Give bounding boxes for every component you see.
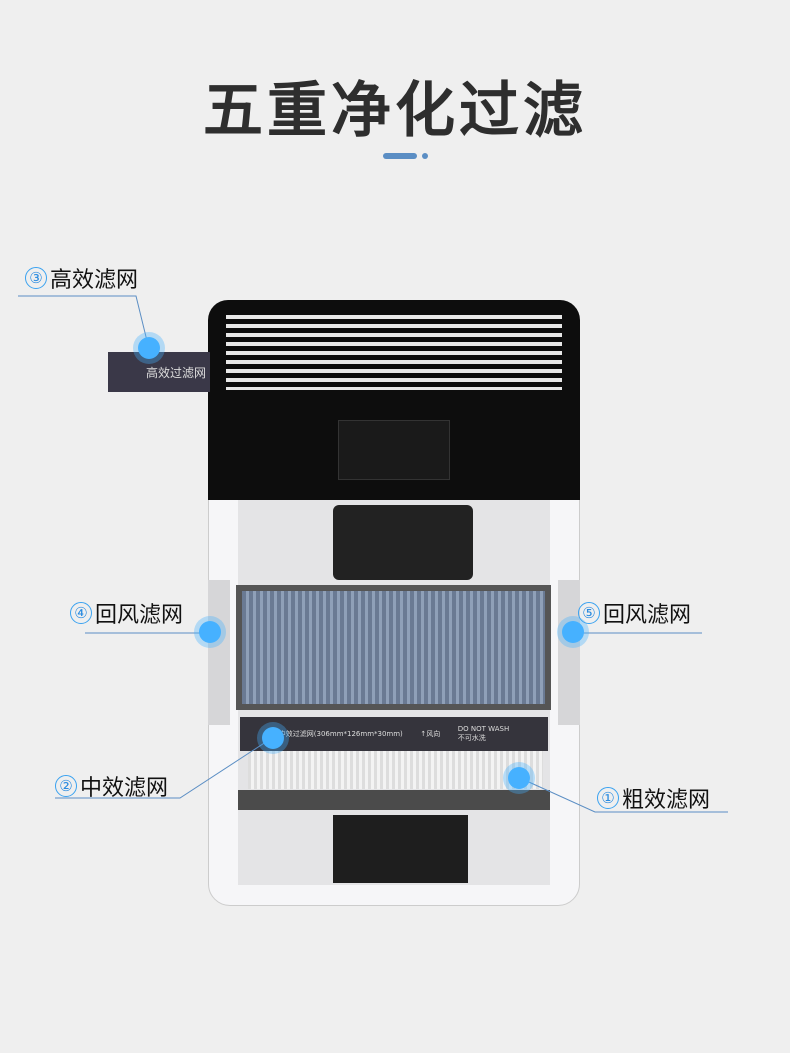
airflow-tag: ↑风向: [420, 730, 441, 738]
title-divider: [383, 153, 417, 159]
return-filter: [236, 585, 551, 710]
hepa-filter: 高效过滤网: [108, 352, 210, 392]
coarse-filter: [248, 751, 543, 789]
top-vent: [226, 315, 562, 390]
title-divider-dot: [422, 153, 428, 159]
fan: [333, 505, 473, 580]
left-side-filter: [208, 580, 230, 725]
fan-bottom: [333, 815, 468, 883]
marker-hepa: [138, 337, 160, 359]
right-side-filter: [558, 580, 580, 725]
page-title: 五重净化过滤: [203, 76, 587, 146]
filter-tray: [238, 790, 550, 810]
marker-coarse: [508, 767, 530, 789]
control-display: [338, 420, 450, 480]
marker-return-right: [562, 621, 584, 643]
marker-medium: [262, 727, 284, 749]
marker-return-left: [199, 621, 221, 643]
mid-filter-tag: 中效过滤网(306mm*126mm*30mm): [278, 730, 403, 738]
